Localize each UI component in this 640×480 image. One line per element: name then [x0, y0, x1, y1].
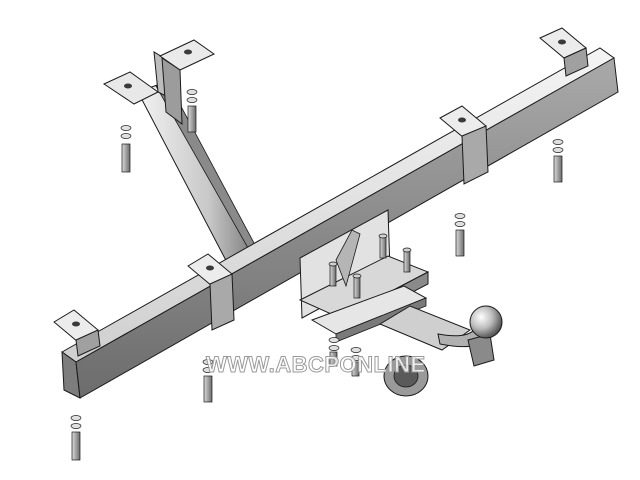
bracket-right-mid — [439, 105, 489, 185]
bracket-left-end — [53, 309, 101, 357]
bolt-under-plate-1 — [328, 337, 340, 367]
bolt-lower-left — [70, 415, 82, 461]
plate-bolt-3 — [378, 233, 388, 259]
tow-hook — [378, 305, 503, 397]
bracket-right-end — [539, 27, 589, 77]
bolt-right-end — [552, 139, 564, 183]
plate-bolt-2 — [352, 273, 362, 299]
bolt-lower-mid — [202, 359, 214, 403]
watermark-text: WWW.ABCPONLINE — [206, 352, 426, 378]
bolt-left-arm — [120, 125, 132, 173]
plate-bolt-1 — [328, 261, 338, 287]
bracket-top-left — [102, 39, 215, 126]
bolt-right-mid — [454, 213, 466, 257]
bolt-upper-left — [186, 89, 198, 133]
diagonal-arm — [137, 81, 263, 273]
center-mount-plate — [298, 209, 430, 343]
plate-bolt-4 — [402, 247, 412, 273]
bracket-left-mid — [187, 253, 235, 331]
bolt-under-plate-2 — [350, 347, 362, 377]
